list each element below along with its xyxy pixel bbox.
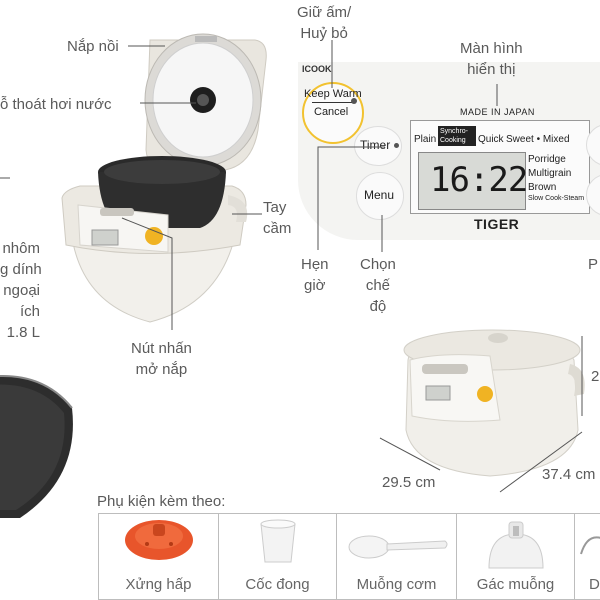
inner-pot-label: nhôm g dính ngoại ích 1.8 L <box>0 238 42 343</box>
rice-spoon-icon <box>348 535 448 559</box>
accessory-cup: Cốc đong <box>218 513 336 600</box>
width-dimension: 29.5 cm <box>382 474 436 491</box>
accessory-spoon-holder: Gác muỗng <box>456 513 574 600</box>
left-leader-lines <box>0 45 262 330</box>
steam-vent-label: ỗ thoát hơi nước <box>0 96 112 113</box>
menu-label-line3: độ <box>369 298 387 315</box>
accessory-steamer: Xửng hấp <box>98 513 218 600</box>
timer-indicator <box>394 143 399 148</box>
menu-label: Chọn chế độ <box>360 254 396 317</box>
measuring-cup-icon <box>260 519 296 563</box>
accessory-partial: D <box>574 513 600 600</box>
open-button-label: Nút nhấn mở nắp <box>131 338 192 380</box>
pot-line3: ngoại <box>3 282 40 299</box>
accessory-steamer-label: Xửng hấp <box>125 576 192 593</box>
handle-label-line2: cầm <box>263 220 292 237</box>
pot-line1: nhôm <box>2 240 40 257</box>
tiger-logo: TIGER <box>474 216 520 232</box>
dimension-lines <box>379 336 583 493</box>
mode-brown: Brown <box>528 182 557 193</box>
keep-warm-label-line1: Giữ ấm/ <box>297 4 352 21</box>
mode-sweet: Sweet • Mixed <box>506 134 570 145</box>
pot-line2: g dính <box>0 261 42 278</box>
menu-label-line2: chế <box>365 277 391 294</box>
menu-text: Menu <box>364 188 395 202</box>
mode-plain: Plain <box>414 134 437 145</box>
menu-label-line1: Chọn <box>360 256 396 273</box>
accessory-spoon-label: Muỗng cơm <box>356 576 437 593</box>
open-button-label-line2: mở nắp <box>135 361 188 378</box>
cancel-text: Cancel <box>314 106 349 118</box>
keep-warm-divider <box>312 102 356 103</box>
handle-label-line1: Tay <box>263 199 287 216</box>
control-panel-image: ICOOK Keep Warm Cancel Timer Menu MADE I… <box>298 62 600 240</box>
timer-label: Hẹn giờ <box>301 254 329 296</box>
keep-warm-indicator <box>351 98 357 104</box>
timer-label-line2: giờ <box>304 277 326 294</box>
right-edge-label: P <box>588 256 599 273</box>
accessories-title: Phụ kiện kèm theo: <box>97 493 226 510</box>
keep-warm-label: Giữ ấm/ Huỷ bỏ <box>297 2 351 44</box>
rice-cooker-open-image <box>61 33 267 323</box>
timer-label-line1: Hẹn <box>301 256 329 273</box>
keep-warm-label-line2: Huỷ bỏ <box>300 25 348 42</box>
display-label: Màn hình hiển thị <box>460 38 523 80</box>
pot-line4: ích <box>19 303 40 320</box>
timer-text: Timer <box>360 138 391 152</box>
right-leader-lines <box>317 40 498 252</box>
spoon-holder-icon <box>488 521 544 569</box>
accessory-cup-label: Cốc đong <box>245 576 310 593</box>
lid-label: Nắp nồi <box>67 38 119 55</box>
pot-line5: 1.8 L <box>6 324 40 341</box>
cord-icon <box>580 536 600 555</box>
menu-button <box>356 172 404 220</box>
steamer-icon <box>125 520 193 560</box>
lcd-screen <box>418 152 526 210</box>
height-dimension: 2 <box>591 368 600 385</box>
mode-porridge: Porridge <box>528 154 566 165</box>
accessory-spoon: Muỗng cơm <box>336 513 456 600</box>
mode-multigrain: Multigrain <box>528 168 572 179</box>
handle-label: Tay cầm <box>263 197 291 239</box>
mode-synchro: Synchro-Cooking <box>438 126 476 146</box>
accessory-partial-label: D <box>589 576 600 593</box>
mode-slowcook: Slow Cook-Steam <box>528 195 585 202</box>
panel-brand: ICOOK <box>302 64 332 74</box>
accessory-spoon-holder-label: Gác muỗng <box>476 576 555 593</box>
open-button-label-line1: Nút nhấn <box>131 340 192 357</box>
made-in-text: MADE IN JAPAN <box>460 107 535 117</box>
display-label-line1: Màn hình <box>460 40 523 57</box>
rice-cooker-closed-image <box>403 329 585 477</box>
inner-pot-image <box>0 375 73 518</box>
display-label-line2: hiển thị <box>467 61 516 78</box>
lcd-time: 16:22 <box>430 160 528 200</box>
mode-quick: Quick <box>478 134 504 145</box>
keep-warm-text: Keep Warm <box>304 88 362 100</box>
depth-dimension: 37.4 cm <box>542 466 596 483</box>
keep-warm-button <box>302 82 364 144</box>
